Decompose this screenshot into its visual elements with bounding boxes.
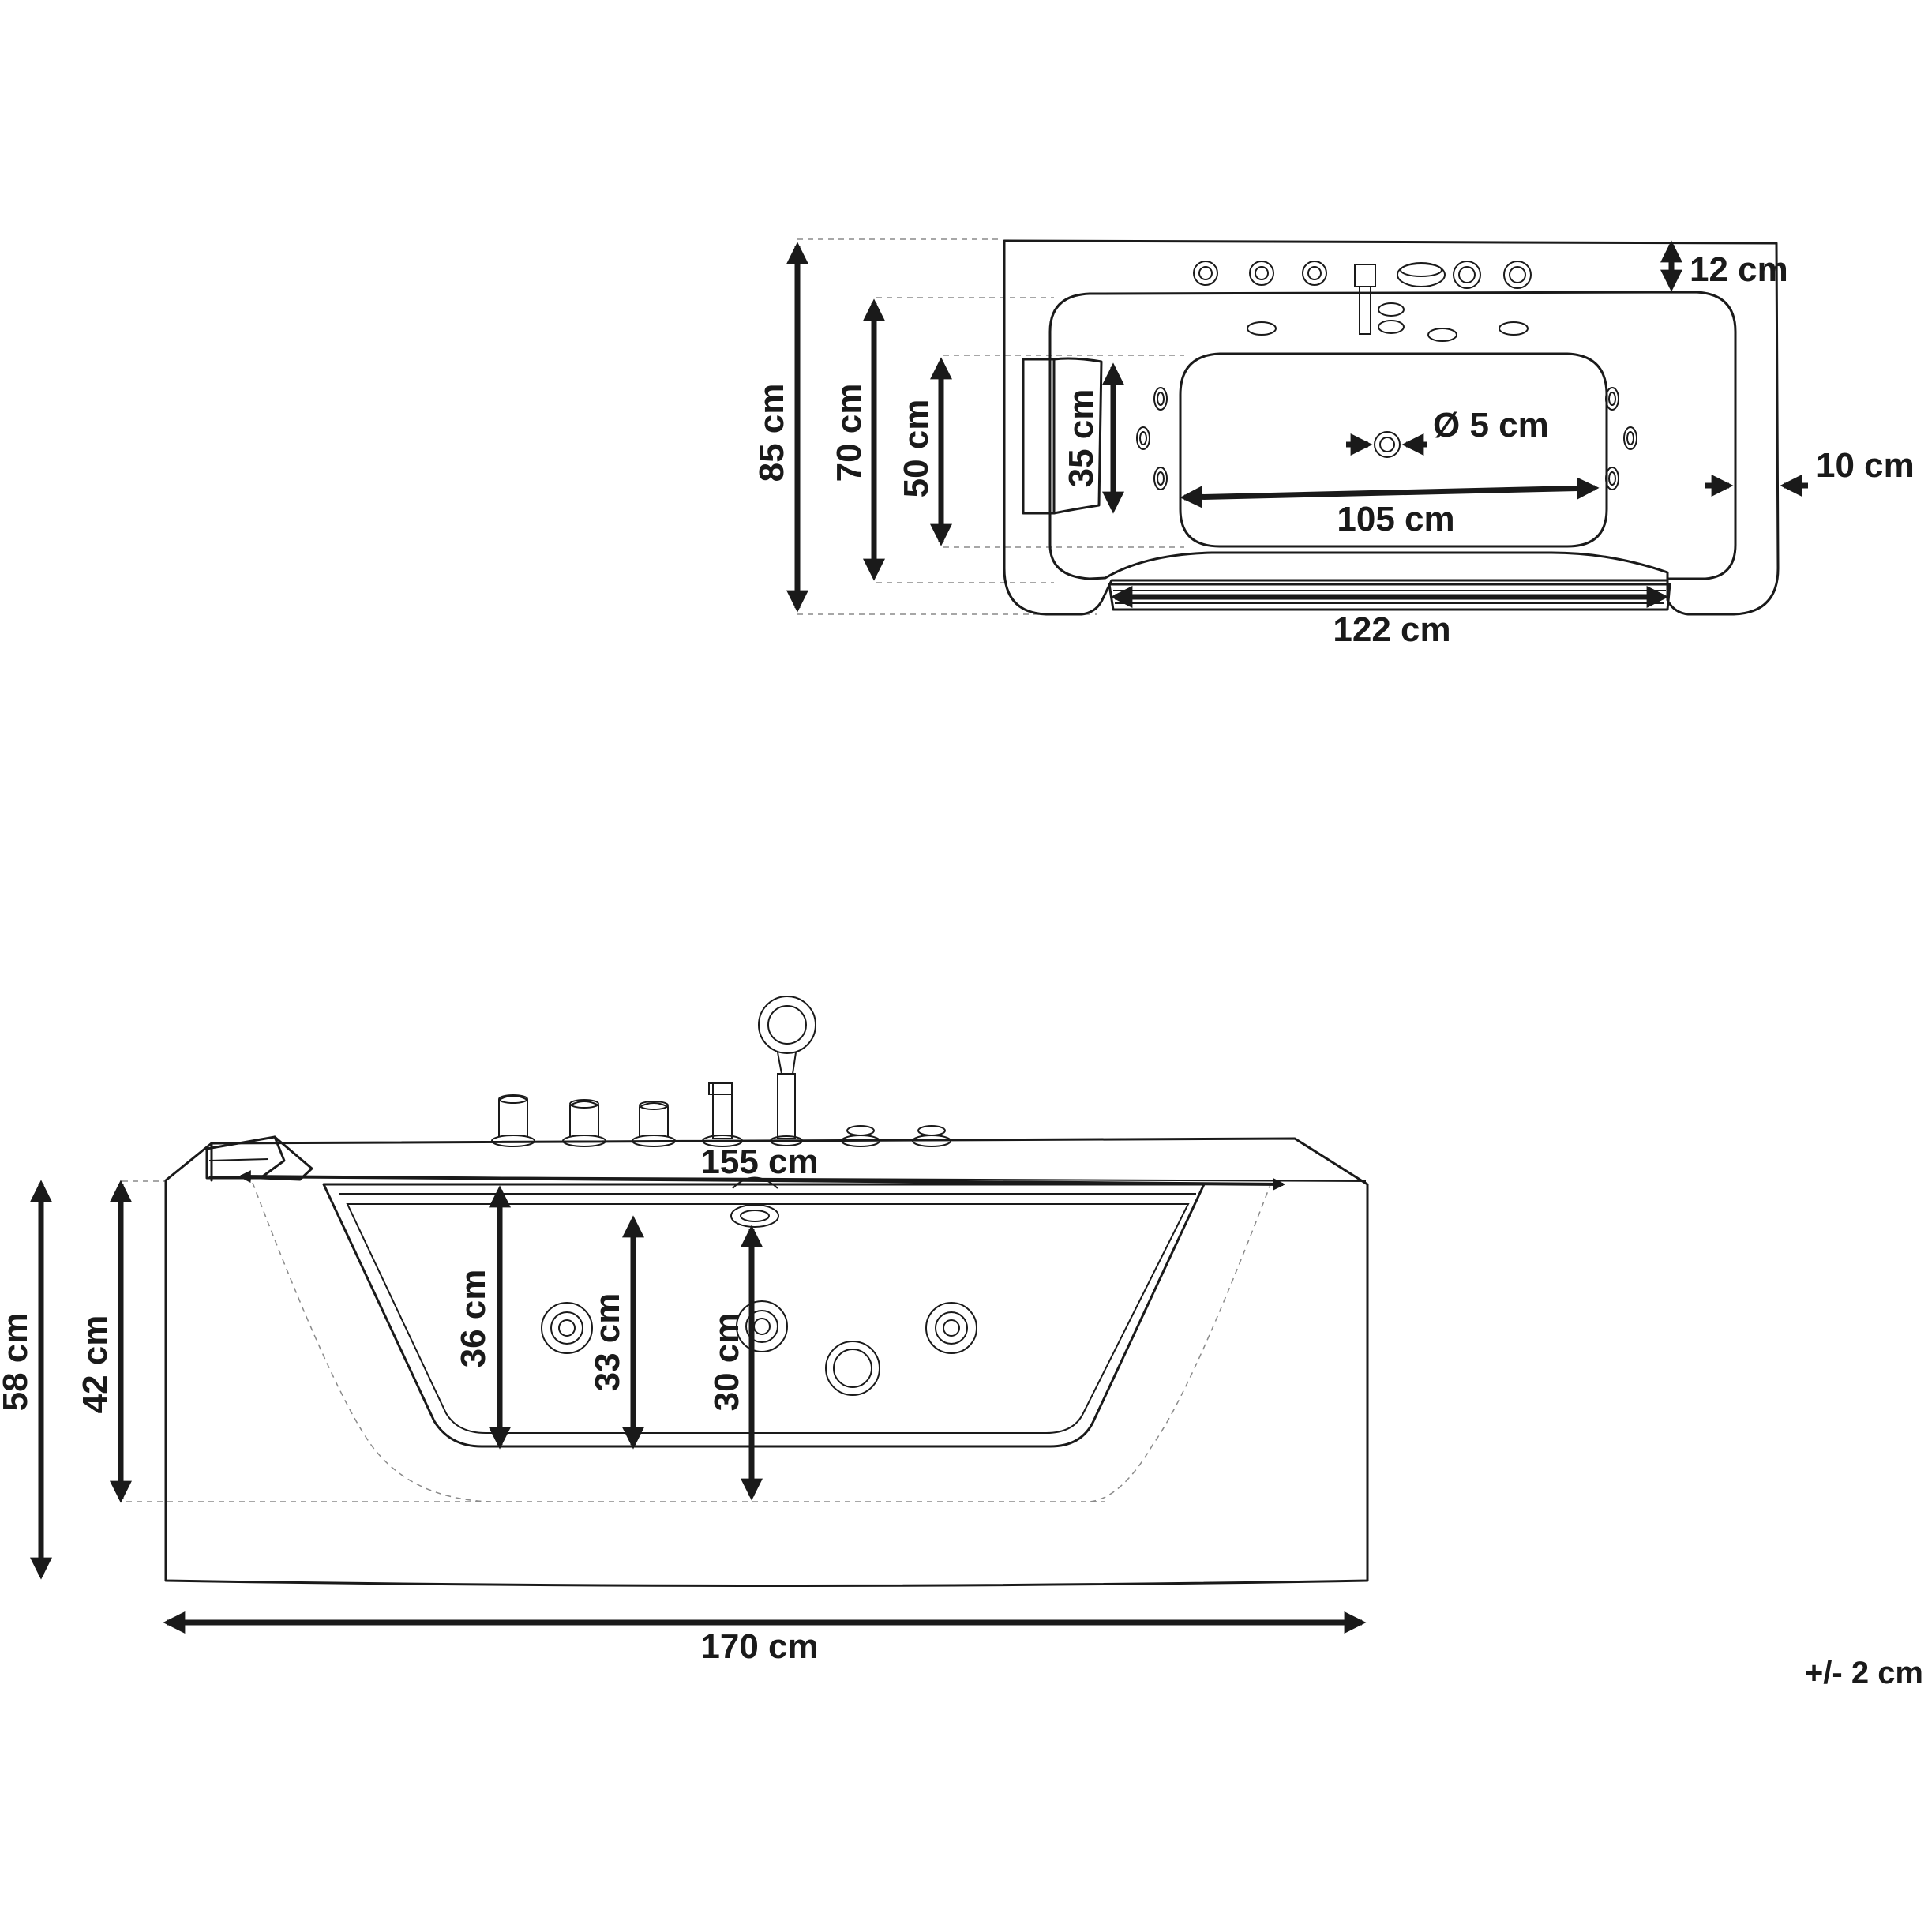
dim-arrow-105: [1180, 477, 1600, 508]
top-side-jets: [1136, 387, 1637, 490]
jet-icon: [925, 1302, 977, 1354]
label-70: 70 cm: [830, 384, 868, 482]
side-deck-controls: [491, 996, 951, 1147]
side-view: 155 cm 36 cm 33 cm 30 cm 42 cm 58 cm 170…: [0, 996, 1369, 1666]
small-jet-icon: [1378, 320, 1405, 334]
label-50: 50 cm: [897, 400, 936, 498]
jet-icon: [1193, 261, 1218, 286]
label-42: 42 cm: [76, 1315, 114, 1414]
jet-icon: [825, 1341, 880, 1396]
small-jet-icon: [1499, 321, 1529, 336]
top-outer-rim: [1003, 239, 1780, 616]
side-tub-body: [164, 1137, 1369, 1587]
label-12: 12 cm: [1690, 250, 1788, 289]
knob-icon: [562, 1099, 606, 1147]
label-drain: Ø 5 cm: [1433, 406, 1549, 445]
drain-icon: [1374, 431, 1401, 458]
jet-icon: [1153, 387, 1168, 411]
top-dimension-arrows: [786, 240, 1808, 613]
label-122: 122 cm: [1333, 610, 1450, 649]
label-10: 10 cm: [1816, 446, 1915, 485]
knob-icon: [632, 1101, 676, 1147]
side-extension-lines: [122, 1180, 1272, 1502]
top-view: 85 cm 70 cm 50 cm 35 cm 12 cm 10 cm Ø 5 …: [752, 238, 1915, 649]
label-33: 33 cm: [588, 1293, 627, 1392]
label-170: 170 cm: [700, 1627, 818, 1666]
side-dimension-arrows: [30, 1170, 1367, 1634]
small-jet-icon: [1247, 321, 1277, 336]
jet-icon: [1302, 261, 1327, 286]
jet-icon: [1136, 426, 1150, 450]
jet-icon: [1605, 467, 1619, 490]
faucet-icon: [702, 1082, 743, 1147]
small-jet-icon: [1427, 328, 1457, 342]
top-headrest: [1022, 357, 1103, 515]
tolerance-note: +/- 2 cm: [1805, 1656, 1923, 1690]
label-36: 36 cm: [454, 1270, 493, 1368]
label-155: 155 cm: [700, 1142, 818, 1181]
side-glass-window: [322, 1183, 1206, 1448]
label-85: 85 cm: [752, 384, 791, 482]
dim-arrow-155: [238, 1170, 1286, 1191]
jet-icon: [1623, 426, 1637, 450]
jet-icon: [1605, 387, 1619, 411]
shower-holder-icon: [1397, 262, 1446, 287]
knob-icon: [1453, 261, 1481, 289]
button-icon: [912, 1125, 951, 1147]
label-58: 58 cm: [0, 1313, 35, 1412]
knob-icon: [491, 1094, 535, 1147]
faucet-icon: [1354, 264, 1376, 335]
hand-shower-icon: [758, 996, 816, 1146]
knob-icon: [1503, 261, 1532, 289]
label-35: 35 cm: [1062, 389, 1101, 488]
jet-icon: [1249, 261, 1274, 286]
jet-icon: [1153, 467, 1168, 490]
top-basin: [1179, 352, 1608, 548]
label-30: 30 cm: [707, 1313, 746, 1412]
jet-icon: [541, 1302, 593, 1354]
top-inner-rim: [1048, 291, 1737, 580]
small-jet-icon: [1378, 302, 1405, 317]
top-control-row: [1193, 261, 1532, 342]
label-105: 105 cm: [1337, 500, 1454, 538]
button-icon: [841, 1125, 880, 1147]
